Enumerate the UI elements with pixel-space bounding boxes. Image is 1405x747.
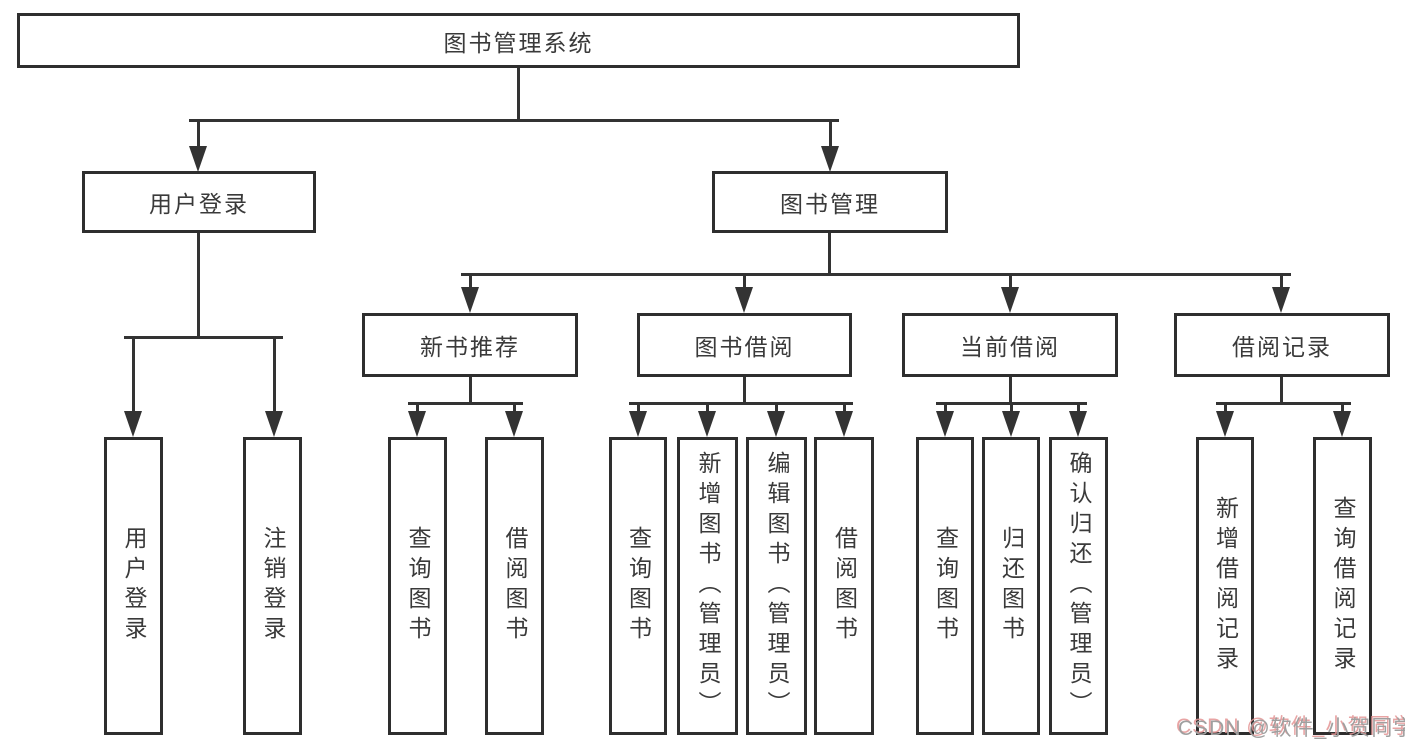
connector-drop	[416, 402, 419, 415]
leaf-label: 注销登录	[260, 526, 286, 646]
connector-stem	[1009, 377, 1012, 405]
arrow-down-icon	[767, 411, 785, 437]
connector-drop	[132, 336, 135, 413]
leaf-label: 用户登录	[121, 526, 147, 646]
connector-user-login-stem	[197, 233, 200, 338]
leaf-return-books: 归还图书	[982, 437, 1040, 735]
leaf-label: 编辑图书（管理员）	[764, 451, 790, 721]
csdn-watermark: CSDN @软件_小贺同学	[1178, 717, 1405, 740]
connector-drop-book-management	[829, 119, 832, 152]
connector-book-management-split	[461, 273, 1291, 276]
leaf-borrow-books: 借阅图书	[814, 437, 874, 735]
arrow-down-icon	[698, 411, 716, 437]
node-borrowing-records: 借阅记录	[1174, 313, 1390, 377]
arrow-down-icon	[1002, 411, 1020, 437]
leaf-label: 借阅图书	[831, 526, 858, 646]
node-new-book-recommendation: 新书推荐	[362, 313, 578, 377]
leaf-query-borrow-record: 查询借阅记录	[1313, 437, 1372, 735]
arrow-down-icon	[1069, 411, 1087, 437]
connector-drop	[513, 402, 516, 415]
leaf-label: 查询图书	[932, 526, 959, 646]
leaf-label: 查询借阅记录	[1330, 496, 1356, 676]
leaf-logout: 注销登录	[243, 437, 302, 735]
leaf-query-books-current: 查询图书	[916, 437, 974, 735]
connector-user-login-split	[124, 336, 283, 339]
connector-drop	[1224, 402, 1227, 415]
connector-drop	[273, 336, 276, 413]
connector-root-split	[189, 119, 839, 122]
leaf-label: 查询图书	[405, 526, 431, 646]
connector-split	[408, 402, 523, 405]
connector-drop	[1009, 273, 1012, 290]
connector-drop	[1341, 402, 1344, 415]
connector-stem	[743, 377, 746, 405]
leaf-label: 借阅图书	[502, 526, 528, 646]
connector-stem	[1280, 377, 1283, 405]
connector-drop	[944, 402, 947, 415]
node-label: 用户登录	[149, 191, 249, 217]
arrow-down-icon	[408, 411, 426, 437]
arrow-down-icon	[189, 146, 207, 172]
connector-split	[1216, 402, 1351, 405]
arrow-down-icon	[1333, 411, 1351, 437]
arrow-down-icon	[835, 411, 853, 437]
connector-drop-user-login	[197, 119, 200, 152]
connector-drop	[637, 402, 640, 415]
leaf-add-borrow-record: 新增借阅记录	[1196, 437, 1254, 735]
leaf-label: 归还图书	[998, 526, 1025, 646]
leaf-label: 确认归还（管理员）	[1066, 451, 1092, 721]
leaf-confirm-return-admin: 确认归还（管理员）	[1049, 437, 1108, 735]
node-label: 图书管理	[780, 191, 880, 217]
arrow-down-icon	[265, 411, 283, 437]
leaf-add-books-admin: 新增图书（管理员）	[677, 437, 738, 735]
leaf-query-books-recommend: 查询图书	[388, 437, 447, 735]
leaf-edit-books-admin: 编辑图书（管理员）	[746, 437, 807, 735]
arrow-down-icon	[505, 411, 523, 437]
node-book-management: 图书管理	[712, 171, 948, 233]
connector-drop	[775, 402, 778, 415]
connector-split	[629, 402, 853, 405]
node-label: 借阅记录	[1232, 334, 1332, 360]
node-book-borrowing: 图书借阅	[637, 313, 852, 377]
connector-drop	[469, 273, 472, 290]
arrow-down-icon	[735, 287, 753, 313]
arrow-down-icon	[936, 411, 954, 437]
connector-root-stem	[517, 68, 520, 121]
leaf-borrow-books-recommend: 借阅图书	[485, 437, 544, 735]
node-label: 图书管理系统	[443, 29, 594, 56]
connector-drop	[706, 402, 709, 415]
node-user-login: 用户登录	[82, 171, 316, 233]
connector-book-management-stem	[828, 233, 831, 276]
arrow-down-icon	[461, 287, 479, 313]
arrow-down-icon	[629, 411, 647, 437]
leaf-user-login: 用户登录	[104, 437, 163, 735]
connector-drop	[743, 273, 746, 290]
node-current-borrowing: 当前借阅	[902, 313, 1118, 377]
arrow-down-icon	[1001, 287, 1019, 313]
arrow-down-icon	[1216, 411, 1234, 437]
node-label: 新书推荐	[420, 334, 520, 360]
leaf-label: 查询图书	[625, 526, 652, 646]
leaf-query-books-borrow: 查询图书	[609, 437, 667, 735]
connector-drop	[1077, 402, 1080, 415]
leaf-label: 新增图书（管理员）	[695, 451, 721, 721]
arrow-down-icon	[821, 146, 839, 172]
connector-drop	[843, 402, 846, 415]
arrow-down-icon	[1272, 287, 1290, 313]
connector-stem	[469, 377, 472, 405]
connector-drop	[1280, 273, 1283, 290]
node-label: 图书借阅	[694, 334, 795, 360]
node-library-management-system: 图书管理系统	[17, 13, 1020, 68]
arrow-down-icon	[124, 411, 142, 437]
leaf-label: 新增借阅记录	[1212, 496, 1239, 676]
node-label: 当前借阅	[960, 334, 1060, 360]
connector-drop	[1010, 402, 1013, 415]
